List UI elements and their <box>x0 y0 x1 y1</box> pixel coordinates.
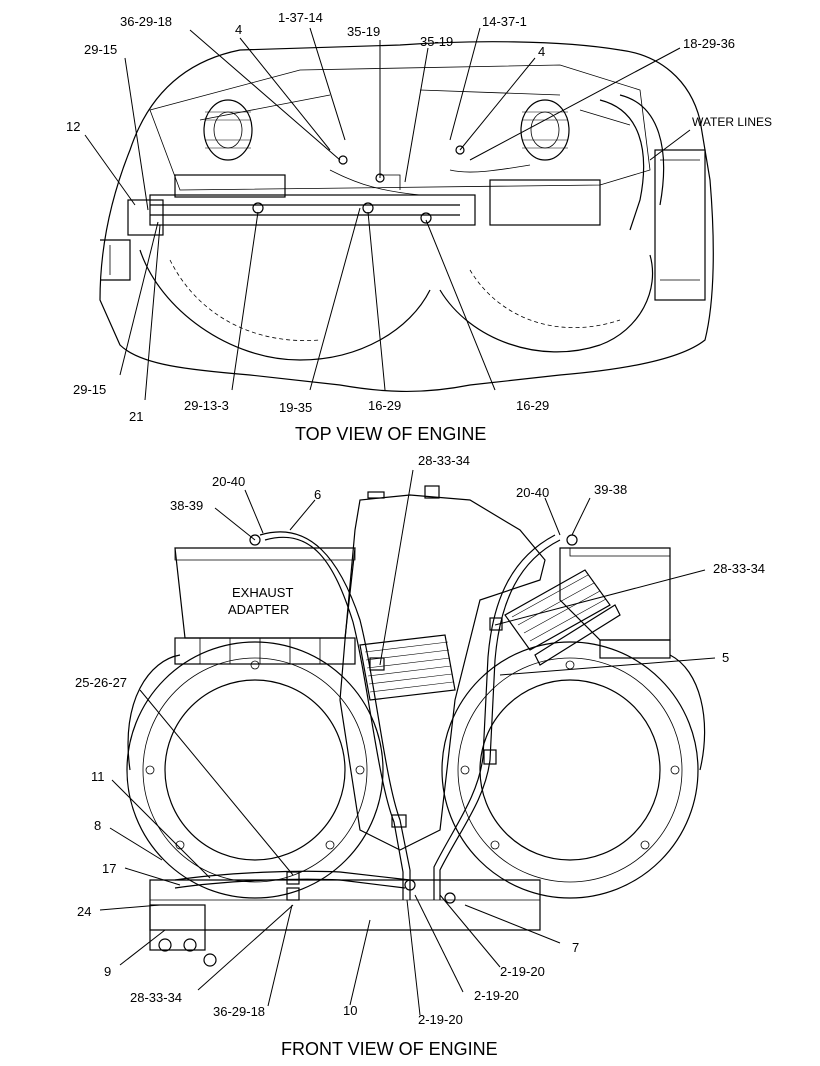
callout: 10 <box>343 1003 357 1018</box>
callout: 14-37-1 <box>482 14 527 29</box>
callout: 4 <box>538 44 545 59</box>
callout: 2-19-20 <box>500 964 545 979</box>
callout: 12 <box>66 119 80 134</box>
top-view-engine-drawing <box>99 41 714 392</box>
top-view-caption: TOP VIEW OF ENGINE <box>295 424 486 444</box>
top-view-leader-lines <box>84 27 691 401</box>
front-view-leader-lines <box>99 469 716 1016</box>
callout-water-lines: WATER LINES <box>692 115 772 129</box>
callout: 38-39 <box>170 498 203 513</box>
callout: 11 <box>91 769 105 784</box>
callout: 5 <box>722 650 729 665</box>
callout: 28-33-34 <box>130 990 182 1005</box>
callout: 28-33-34 <box>713 561 765 576</box>
callout: 4 <box>235 22 242 37</box>
callout: 7 <box>572 940 579 955</box>
callout: 36-29-18 <box>213 1004 265 1019</box>
callout: 17 <box>102 861 116 876</box>
callout: 2-19-20 <box>418 1012 463 1027</box>
callout: 20-40 <box>212 474 245 489</box>
callout: 1-37-14 <box>278 10 323 25</box>
top-view-callouts: 36-29-18 1-37-14 4 35-19 35-19 14-37-1 4… <box>66 10 772 424</box>
callout: 20-40 <box>516 485 549 500</box>
front-view-callouts: 28-33-34 20-40 6 20-40 39-38 38-39 28-33… <box>75 453 765 1027</box>
callout: 29-15 <box>84 42 117 57</box>
front-view-engine-drawing <box>126 485 706 967</box>
callout: 25-26-27 <box>75 675 127 690</box>
callout: 8 <box>94 818 101 833</box>
callout: 16-29 <box>516 398 549 413</box>
callout: 39-38 <box>594 482 627 497</box>
callout: 9 <box>104 964 111 979</box>
callout: 36-29-18 <box>120 14 172 29</box>
callout: 35-19 <box>420 34 453 49</box>
callout: 18-29-36 <box>683 36 735 51</box>
callout: 28-33-34 <box>418 453 470 468</box>
callout: 19-35 <box>279 400 312 415</box>
callout: 6 <box>314 487 321 502</box>
exhaust-adapter-label-line2: ADAPTER <box>228 602 289 617</box>
callout: 16-29 <box>368 398 401 413</box>
callout: 35-19 <box>347 24 380 39</box>
callout: 2-19-20 <box>474 988 519 1003</box>
exhaust-adapter-label-line1: EXHAUST <box>232 585 293 600</box>
callout: 29-13-3 <box>184 398 229 413</box>
front-view-caption: FRONT VIEW OF ENGINE <box>281 1039 498 1059</box>
callout: 29-15 <box>73 382 106 397</box>
callout: 24 <box>77 904 91 919</box>
callout: 21 <box>129 409 143 424</box>
